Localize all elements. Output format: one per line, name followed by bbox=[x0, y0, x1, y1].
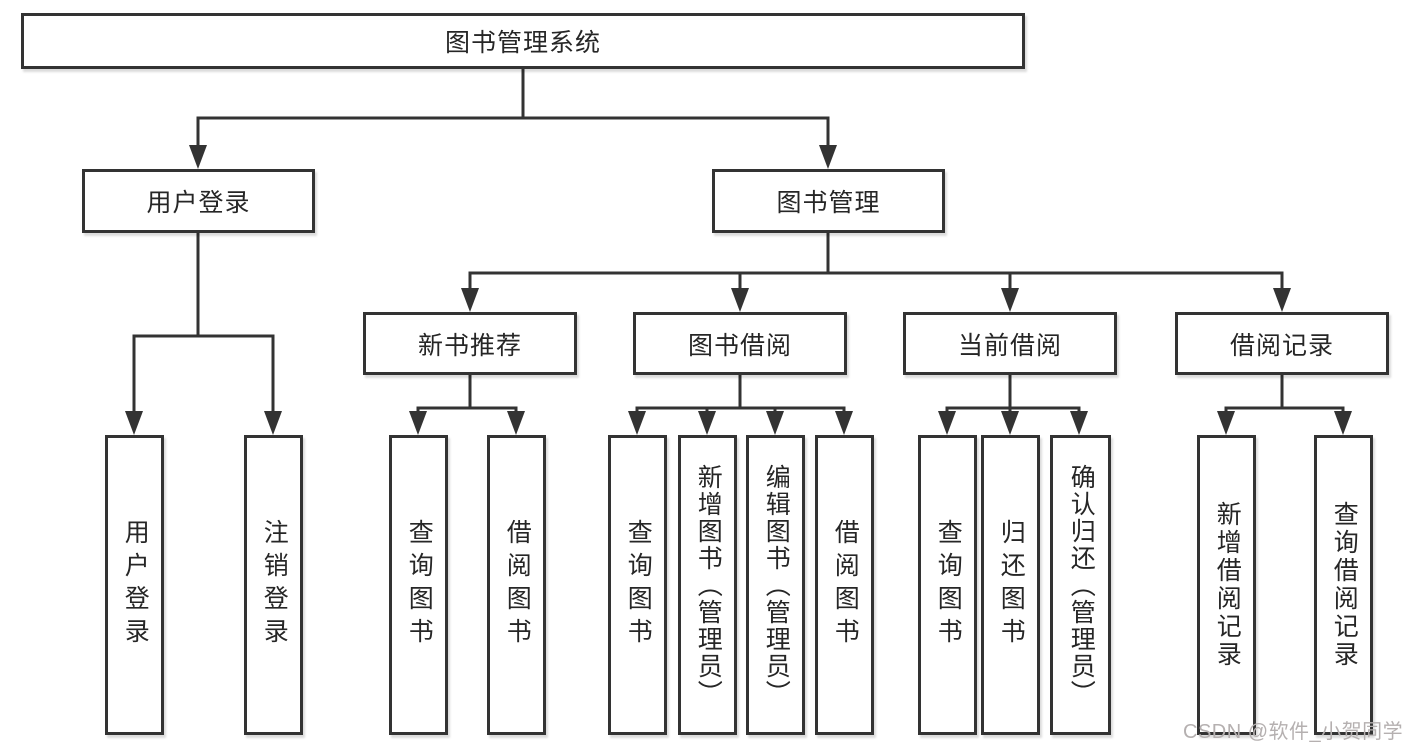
leaf-query-books-recommend: 查询图书 bbox=[389, 435, 448, 735]
leaf-user-login: 用户登录 bbox=[105, 435, 164, 735]
node-book-borrowing: 图书借阅 bbox=[633, 312, 847, 375]
csdn-watermark: CSDN @软件_小贺同学 bbox=[1183, 721, 1404, 743]
leaf-query-borrow-record: 查询借阅记录 bbox=[1314, 435, 1373, 735]
leaf-query-books-borrowing: 查询图书 bbox=[608, 435, 667, 735]
node-book-management: 图书管理 bbox=[712, 169, 945, 233]
node-borrowing-records: 借阅记录 bbox=[1175, 312, 1389, 375]
leaf-add-borrow-record: 新增借阅记录 bbox=[1197, 435, 1256, 735]
leaf-query-books-current: 查询图书 bbox=[918, 435, 977, 735]
node-user-login: 用户登录 bbox=[82, 169, 315, 233]
leaf-add-books-admin: 新增图书（管理员） bbox=[678, 435, 737, 735]
node-new-book-recommend: 新书推荐 bbox=[363, 312, 577, 375]
leaf-logout: 注销登录 bbox=[244, 435, 303, 735]
leaf-borrow-books-borrowing: 借阅图书 bbox=[815, 435, 874, 735]
leaf-return-books: 归还图书 bbox=[981, 435, 1040, 735]
node-current-borrowing: 当前借阅 bbox=[903, 312, 1117, 375]
leaf-edit-books-admin: 编辑图书（管理员） bbox=[746, 435, 805, 735]
leaf-borrow-books-recommend: 借阅图书 bbox=[487, 435, 546, 735]
leaf-confirm-return-admin: 确认归还（管理员） bbox=[1050, 435, 1111, 735]
node-library-system: 图书管理系统 bbox=[21, 13, 1025, 69]
